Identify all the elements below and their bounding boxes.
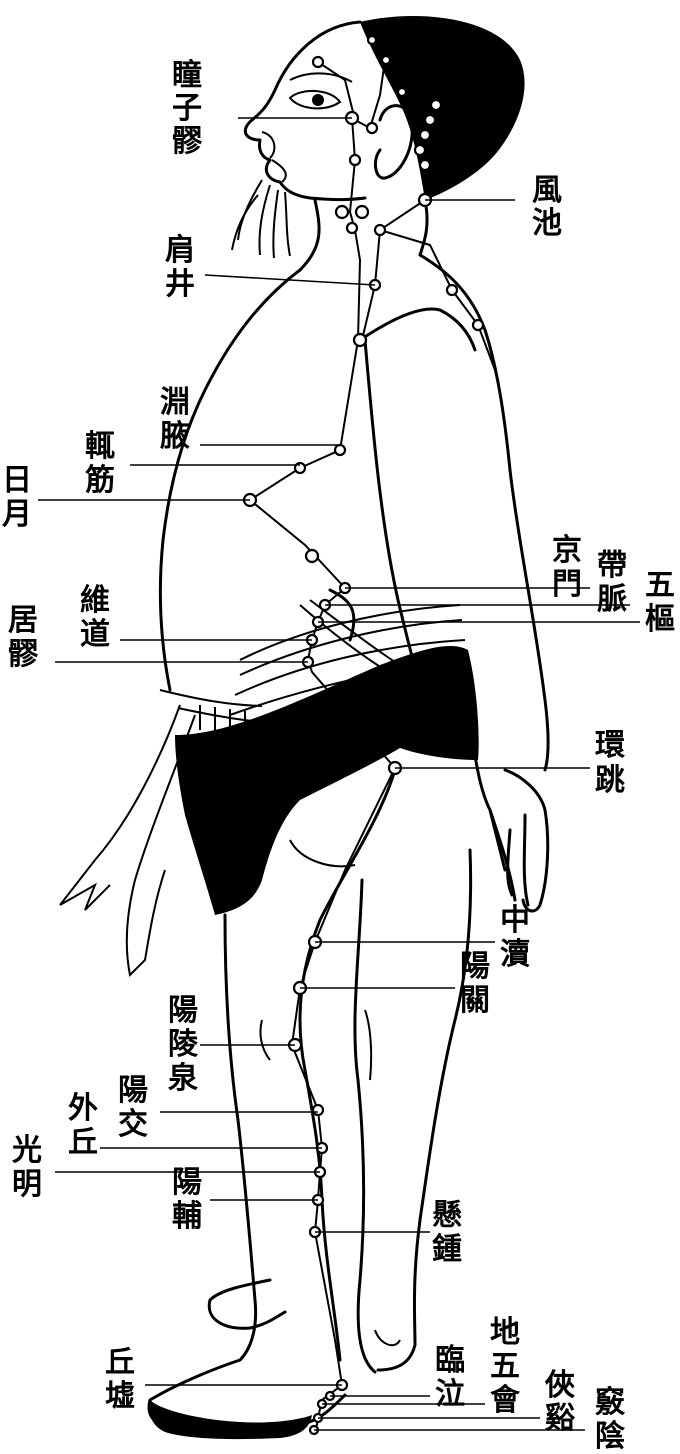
acupoint (367, 123, 377, 133)
back-foot (209, 1280, 285, 1328)
label-linqi: 臨 泣 (435, 1343, 475, 1412)
acupoint (420, 160, 430, 170)
acupoint (415, 145, 425, 155)
label-weidao: 維 道 (80, 583, 120, 652)
neck-front (300, 200, 319, 270)
label-zhongdu: 中 瀆 (500, 903, 540, 972)
shoulder (360, 309, 475, 350)
label-waiqiu: 外 丘 (68, 1091, 108, 1160)
acupoint (350, 155, 360, 165)
acupoint (375, 225, 385, 235)
label-jingmen: 京 門 (552, 533, 592, 602)
acupoint (447, 285, 457, 295)
label-yuanye: 淵 腋 (160, 385, 200, 454)
label-guangming: 光 明 (12, 1133, 52, 1202)
beard (232, 180, 290, 258)
label-zhejin: 輒 筋 (85, 429, 125, 498)
knee-creases (260, 1010, 400, 1345)
loincloth-hem (290, 840, 355, 866)
figure-outline (60, 16, 548, 1439)
acupoint (420, 130, 430, 140)
shoulder-branch-path (380, 230, 495, 370)
label-riyue: 日 月 (2, 463, 42, 532)
label-yangjiao: 陽 交 (118, 1073, 158, 1142)
label-jianjing: 肩 井 (165, 233, 205, 302)
acupoint (347, 223, 357, 233)
label-huantiao: 環 跳 (595, 728, 635, 798)
acupoint (354, 334, 366, 346)
label-daimai: 帶 脈 (597, 548, 637, 617)
acupoint-yuanye (335, 445, 345, 455)
acupoint (382, 56, 390, 64)
neck-back (420, 200, 427, 255)
torso-front (160, 270, 300, 690)
acupoint-yangjiao (313, 1105, 323, 1115)
acupoint (313, 57, 323, 67)
label-yangguan: 陽 關 (460, 949, 500, 1018)
label-juliao: 居 髎 (8, 603, 48, 672)
acupoint (431, 100, 441, 110)
label-xuanzhong: 懸 鍾 (432, 1198, 472, 1267)
acupoint (306, 550, 318, 562)
acupoint (336, 206, 348, 218)
label-yangfu: 陽 輔 (172, 1165, 212, 1234)
front-leg-back (300, 770, 395, 1360)
label-diwuhui: 地 五 會 (490, 1315, 530, 1418)
label-fengchi: 風 池 (532, 173, 572, 241)
label-qiuxu: 丘 墟 (105, 1345, 145, 1414)
back-leg-front (355, 880, 375, 1372)
foot-sole (149, 1400, 312, 1439)
label-tongziliao: 瞳 子 髎 (172, 58, 212, 159)
label-wushu: 五 樞 (645, 568, 680, 637)
front-leg-front (225, 915, 256, 1360)
head-outline (245, 22, 365, 200)
acupoint (356, 206, 368, 218)
label-qiaoyin: 竅 陰 (595, 1385, 635, 1454)
label-xiaxi: 俠 谿 (544, 1368, 585, 1436)
acupoint (398, 88, 406, 96)
acupoint (473, 320, 483, 330)
hand (490, 770, 548, 911)
hair-bun (360, 16, 525, 200)
pupil (312, 94, 324, 106)
back-leg-back (378, 850, 471, 1370)
acupoint (425, 115, 435, 125)
acupoint (368, 36, 376, 44)
label-yanglingquan: 陽 陵 泉 (168, 993, 208, 1096)
